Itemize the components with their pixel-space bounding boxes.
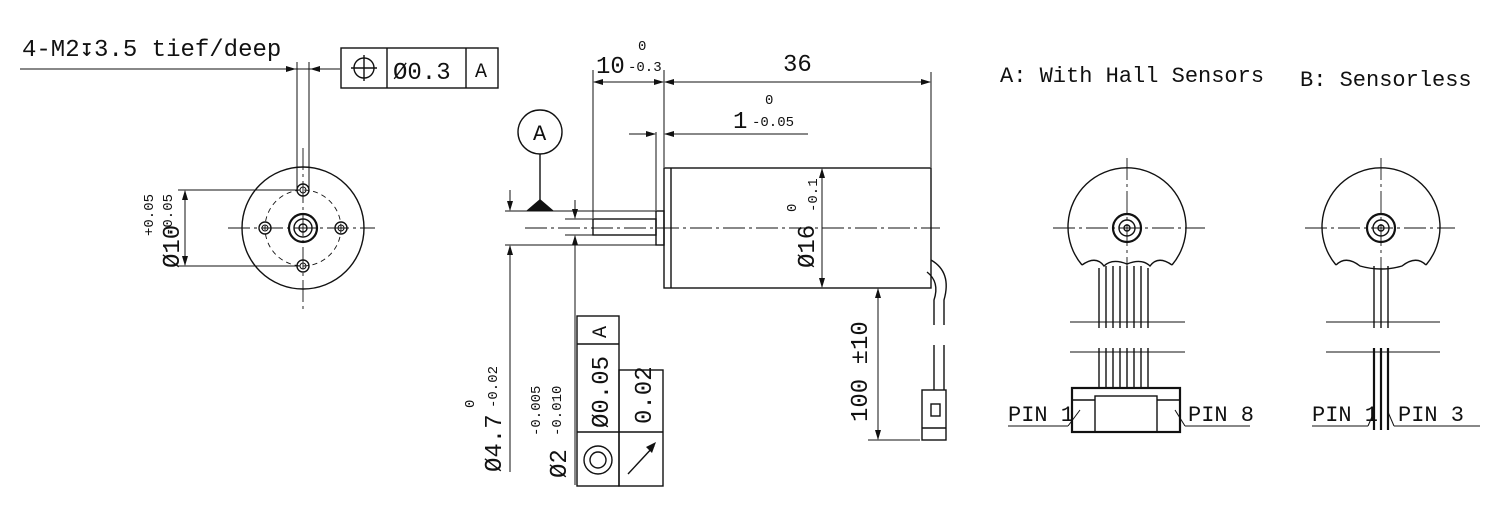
datum-bubble-label: A <box>533 122 547 147</box>
dia-2-tol-lower: -0.010 <box>550 386 566 436</box>
dia-16-label: Ø16 <box>795 225 822 268</box>
datum-a: A <box>517 109 563 211</box>
datum-triangle-icon <box>526 199 554 211</box>
dia-2-tol-upper: -0.005 <box>529 386 545 436</box>
position-datum: A <box>475 61 487 84</box>
dim-1-tol-upper: 0 <box>765 93 773 109</box>
view-a-title: A: With Hall Sensors <box>1000 64 1264 89</box>
connector <box>921 389 947 441</box>
dim-1-tol-lower: -0.05 <box>752 115 794 131</box>
dim-1-label: 1 <box>733 109 747 136</box>
lead-wires <box>921 259 947 441</box>
dia-10-label: Ø10 <box>160 225 187 268</box>
view-a-pin-first: PIN 1 <box>1008 403 1074 428</box>
side-view: A Ø4.7 0 -0.02 Ø2 -0.005 -0.010 A Ø0.05 <box>463 39 947 487</box>
sensorless-wire-bundle <box>1326 266 1440 430</box>
dia-16-tol-lower: -0.1 <box>806 178 822 212</box>
view-b-title: B: Sensorless <box>1300 68 1472 93</box>
front-view: 4-M2↧3.5 tief/deep Ø0.3 A Ø10 +0.05 -0.0… <box>20 37 499 310</box>
dim-10-label: 10 <box>596 54 625 81</box>
view-b-sensorless: B: Sensorless PIN 1 PIN 3 <box>1300 68 1480 430</box>
dim-10-tol-upper: 0 <box>638 39 646 55</box>
dia-2-label: Ø2 <box>547 449 574 478</box>
dia-10-tol-upper: +0.05 <box>142 194 158 236</box>
concentricity-icon <box>583 445 613 475</box>
concentricity-datum: A <box>590 326 613 338</box>
dia-4-7-tol-upper: 0 <box>463 400 479 408</box>
position-tolerance-value: Ø0.3 <box>393 60 451 87</box>
runout-value: 0.02 <box>632 366 659 424</box>
dim-10-tol-lower: -0.3 <box>628 60 662 76</box>
concentricity-value: Ø0.05 <box>589 356 616 428</box>
runout-frame: 0.02 <box>618 366 664 487</box>
position-tolerance-frame: Ø0.3 A <box>340 47 499 89</box>
view-b-pin-last: PIN 3 <box>1398 403 1464 428</box>
dia-4-7-label: Ø4.7 <box>482 414 509 472</box>
position-icon <box>351 55 377 81</box>
view-a-hall-sensors: A: With Hall Sensors PI <box>1000 64 1264 434</box>
view-b-pin-first: PIN 1 <box>1312 403 1378 428</box>
hall-connector <box>1070 386 1182 434</box>
circular-runout-icon <box>627 442 656 475</box>
view-a-pin-last: PIN 8 <box>1188 403 1254 428</box>
dia-10-tol-lower: -0.05 <box>161 194 177 236</box>
dia-4-7-tol-lower: -0.02 <box>486 366 502 408</box>
dim-36-label: 36 <box>783 52 812 79</box>
hall-wire-bundle <box>1070 266 1185 388</box>
lead-length-label: 100 ±10 <box>848 321 875 422</box>
concentricity-frame: A Ø0.05 <box>576 315 620 487</box>
thread-note: 4-M2↧3.5 tief/deep <box>22 37 281 64</box>
dia-16-tol-upper: 0 <box>785 204 801 212</box>
